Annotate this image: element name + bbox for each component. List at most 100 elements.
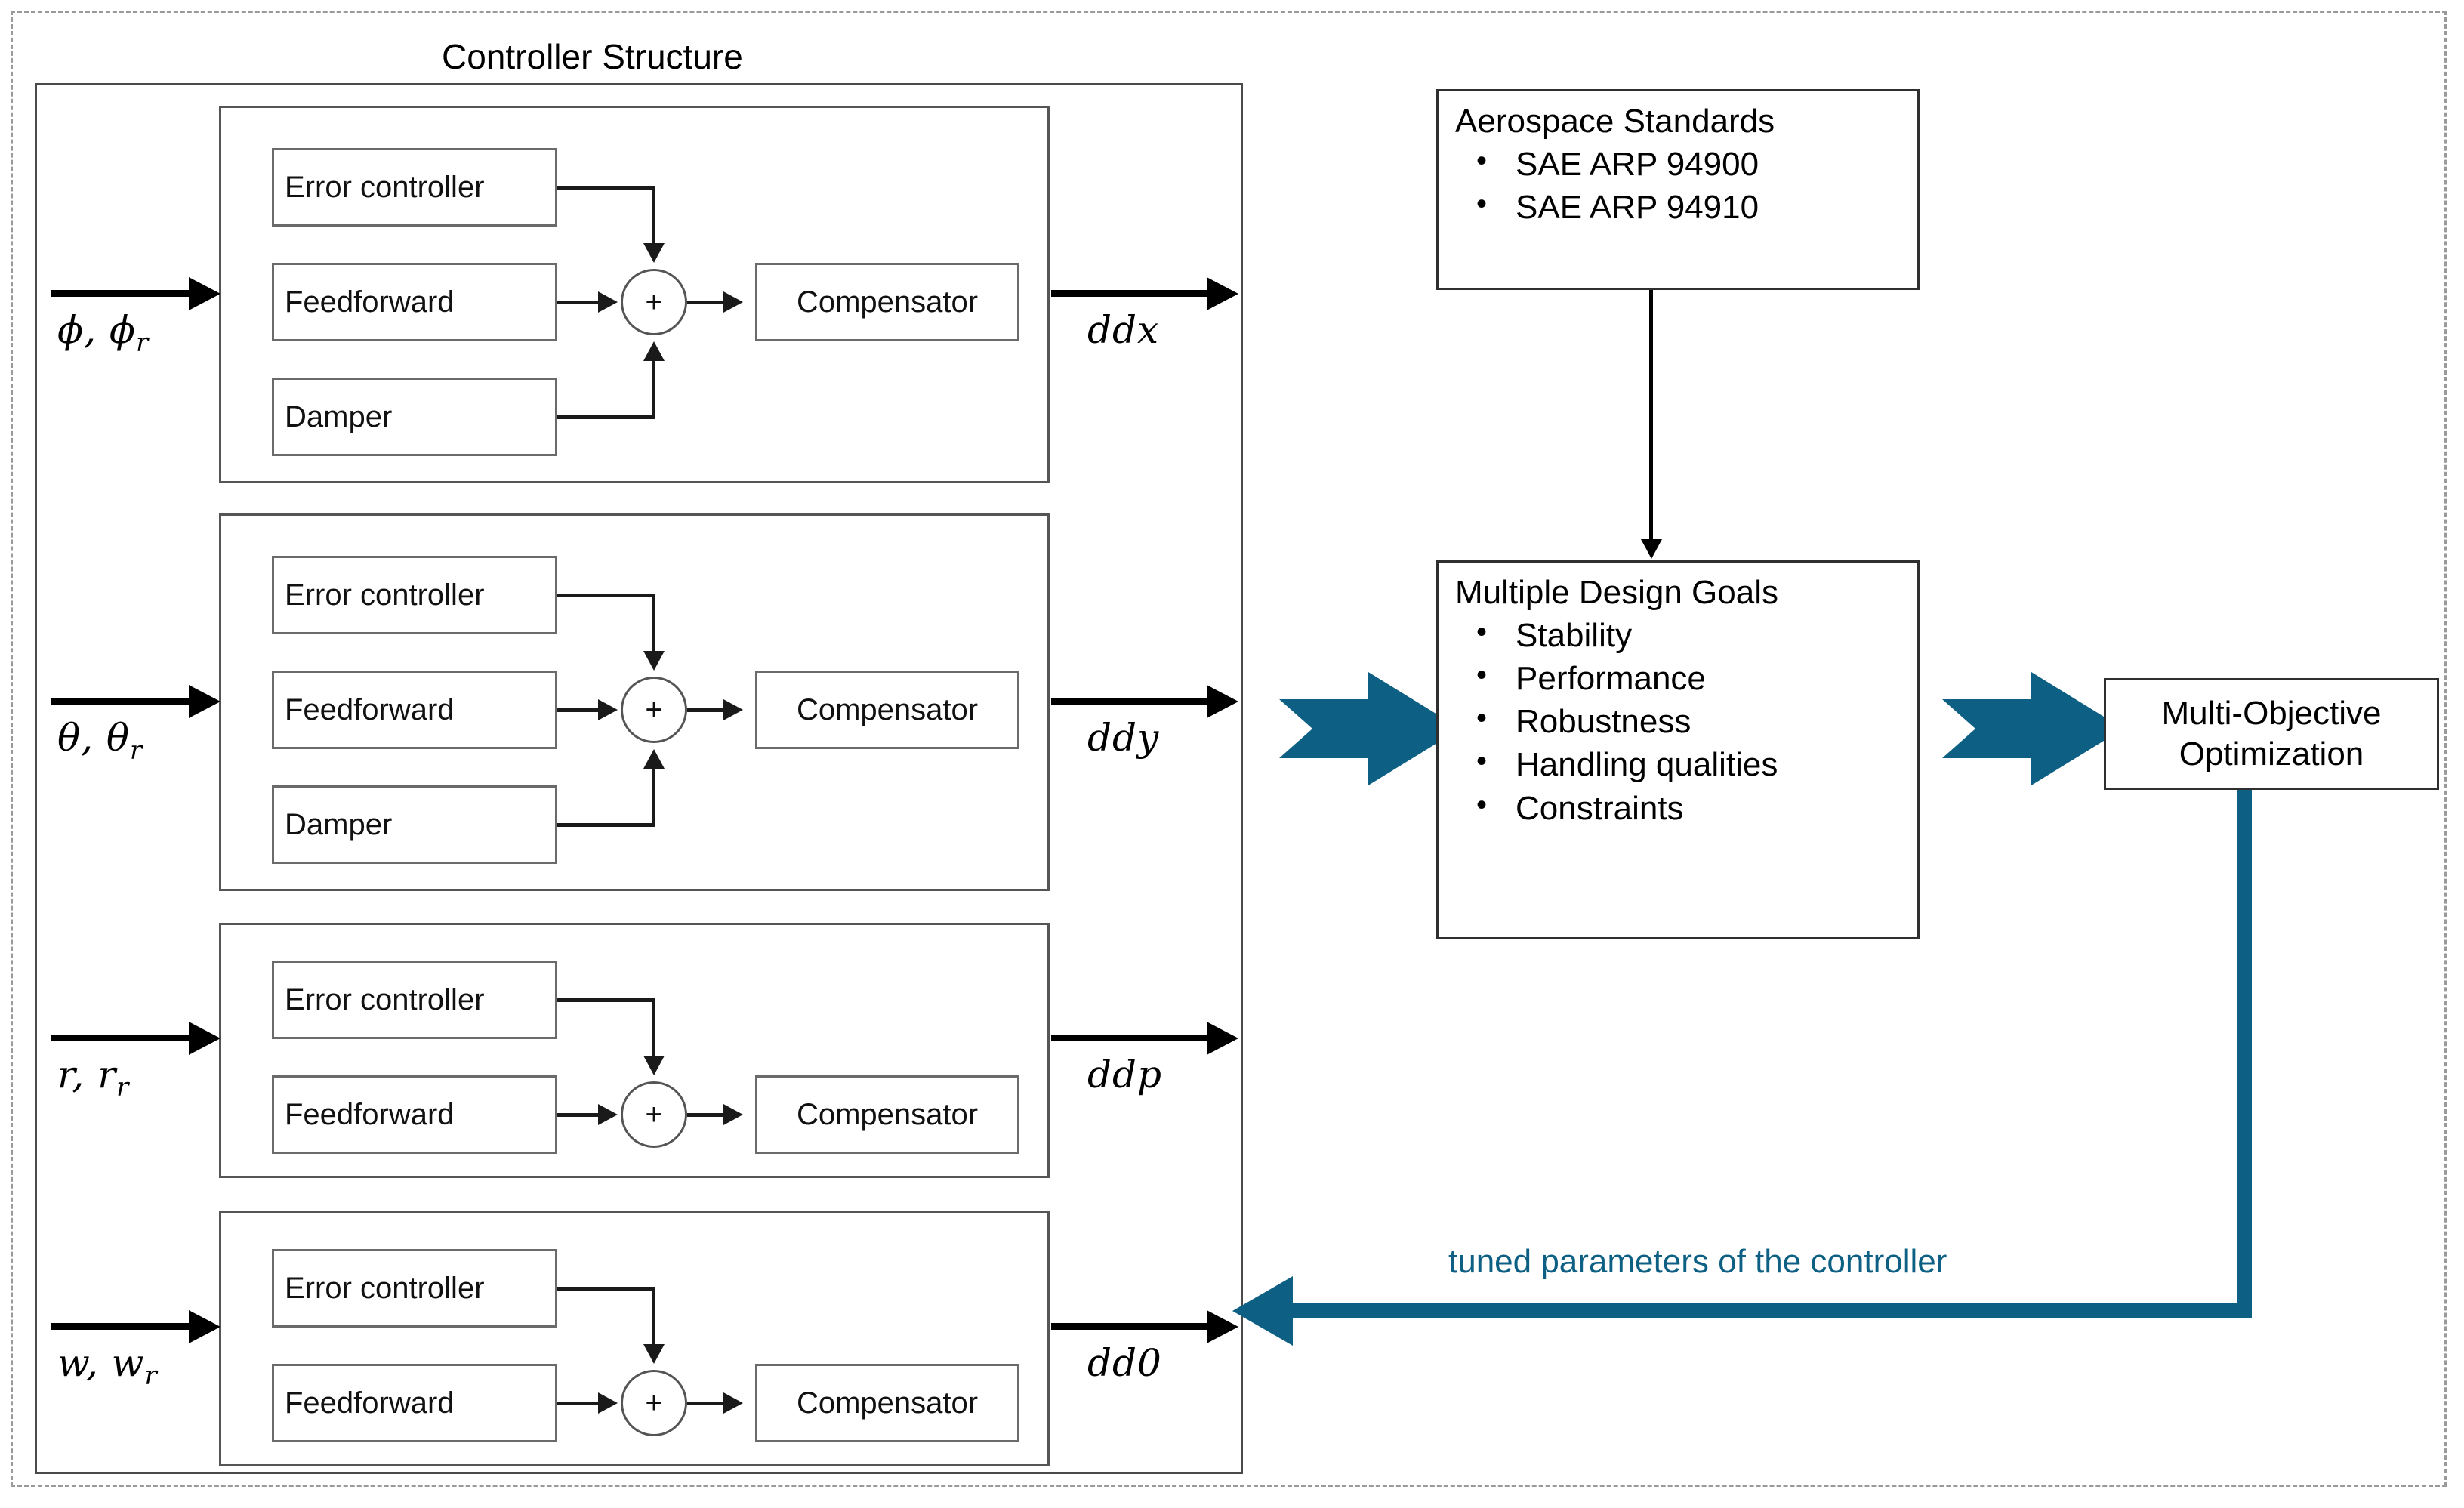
block-compensator-4[interactable]: Compensator <box>755 1364 1019 1442</box>
feedback-arrowhead <box>1232 1276 1293 1346</box>
aerospace-standards-list: SAE ARP 94900 SAE ARP 94910 <box>1439 141 1917 229</box>
flow-arrow-to-design-goals <box>1279 672 1460 785</box>
input-label-sub-4: r <box>144 1361 158 1391</box>
wire-damper-out-2 <box>557 823 655 827</box>
wire-ec-down-2 <box>652 594 655 652</box>
arrowhead-into-sum-bottom-2 <box>643 749 665 769</box>
list-item: Handling qualities <box>1476 742 1917 786</box>
input-arrowhead-3 <box>189 1022 220 1055</box>
block-feedforward-4[interactable]: Feedforward <box>272 1364 557 1442</box>
block-compensator-1[interactable]: Compensator <box>755 263 1019 341</box>
wire-sum-to-comp-4 <box>687 1402 726 1405</box>
arrowhead-into-sum-bottom-1 <box>643 341 665 361</box>
flow-arrow-to-optimization <box>1942 672 2123 785</box>
feedback-label: tuned parameters of the controller <box>1448 1243 1947 1280</box>
arrowhead-compensator-4 <box>723 1392 743 1414</box>
sum-junction-1: + <box>621 269 687 335</box>
list-item: Stability <box>1476 612 1917 657</box>
arrowhead-into-sum-top-2 <box>643 651 665 671</box>
output-arrowhead-1 <box>1207 277 1238 310</box>
input-label-sub-3: r <box>116 1072 130 1102</box>
wire-sum-to-comp-2 <box>687 708 726 712</box>
input-label-text-4: w, w <box>57 1341 145 1385</box>
wire-sum-to-comp-1 <box>687 301 726 304</box>
list-item: Constraints <box>1476 785 1917 830</box>
block-feedforward-2[interactable]: Feedforward <box>272 671 557 749</box>
block-damper-1[interactable]: Damper <box>272 378 557 456</box>
block-error-controller-4[interactable]: Error controller <box>272 1249 557 1328</box>
block-feedforward-3[interactable]: Feedforward <box>272 1075 557 1154</box>
design-goals-heading: Multiple Design Goals <box>1455 574 1778 611</box>
input-arrow-line-2 <box>51 698 192 705</box>
input-label-4: w, wr <box>57 1341 158 1391</box>
arrowhead-into-sum-left-3 <box>598 1104 618 1125</box>
arrowhead-compensator-1 <box>723 291 743 313</box>
feedback-line-horizontal <box>1293 1303 2252 1318</box>
outer-dashed-frame <box>11 11 2447 1487</box>
sum-junction-4: + <box>621 1370 687 1436</box>
block-error-controller-2[interactable]: Error controller <box>272 556 557 634</box>
list-item: Performance <box>1476 655 1917 700</box>
wire-ff-out-4 <box>557 1402 601 1405</box>
input-label-2: θ, θr <box>57 716 143 766</box>
input-label-text-3: r, r <box>57 1053 117 1096</box>
input-label-1: ϕ, ϕr <box>57 308 149 358</box>
arrowhead-into-sum-top-3 <box>643 1056 665 1075</box>
wire-ec-out-4 <box>557 1287 655 1291</box>
aerospace-standards-box: Aerospace Standards SAE ARP 94900 SAE AR… <box>1436 89 1920 290</box>
arrowhead-into-sum-left-1 <box>598 291 618 313</box>
input-label-sub-2: r <box>130 735 143 766</box>
input-arrow-line-4 <box>51 1323 192 1330</box>
input-arrow-line-1 <box>51 290 192 297</box>
arrowhead-compensator-2 <box>723 699 743 720</box>
input-label-3: r, rr <box>57 1053 129 1102</box>
output-arrowhead-3 <box>1207 1022 1238 1055</box>
arrowhead-into-sum-top-4 <box>643 1344 665 1364</box>
wire-damper-up-1 <box>652 361 655 417</box>
output-label-1: ddx <box>1087 308 1160 352</box>
controller-structure-title: Controller Structure <box>442 37 743 76</box>
input-label-text-2: θ, θ <box>57 716 130 760</box>
design-goals-box: Multiple Design Goals Stability Performa… <box>1436 560 1920 939</box>
list-item: SAE ARP 94910 <box>1476 184 1917 229</box>
input-arrow-line-3 <box>51 1035 192 1041</box>
block-error-controller-3[interactable]: Error controller <box>272 961 557 1039</box>
design-goals-list: Stability Performance Robustness Handlin… <box>1439 612 1917 830</box>
wire-ff-out-1 <box>557 301 601 304</box>
arrowhead-into-sum-left-4 <box>598 1392 618 1414</box>
output-arrow-line-1 <box>1051 290 1211 297</box>
input-arrowhead-1 <box>189 277 220 310</box>
multi-objective-optimization-box[interactable]: Multi-Objective Optimization <box>2104 678 2439 790</box>
wire-ec-down-4 <box>652 1287 655 1346</box>
feedback-line-vertical <box>2237 790 2252 1318</box>
wire-sum-to-comp-3 <box>687 1113 726 1117</box>
wire-ec-out-3 <box>557 998 655 1002</box>
input-label-sub-1: r <box>135 328 150 358</box>
wire-ec-out-1 <box>557 186 655 190</box>
block-error-controller-1[interactable]: Error controller <box>272 148 557 227</box>
input-label-text-1: ϕ, ϕ <box>57 308 136 352</box>
arrowhead-standards-to-goals <box>1641 539 1662 559</box>
output-arrow-line-4 <box>1051 1323 1211 1330</box>
sum-junction-3: + <box>621 1081 687 1148</box>
block-damper-2[interactable]: Damper <box>272 785 557 864</box>
wire-standards-to-goals <box>1649 290 1653 542</box>
aerospace-standards-heading: Aerospace Standards <box>1455 103 1775 140</box>
wire-ec-out-2 <box>557 594 655 597</box>
output-arrow-line-3 <box>1051 1035 1211 1041</box>
block-compensator-2[interactable]: Compensator <box>755 671 1019 749</box>
block-compensator-3[interactable]: Compensator <box>755 1075 1019 1154</box>
output-arrow-line-2 <box>1051 698 1211 705</box>
optimization-line-2: Optimization <box>2179 735 2364 773</box>
wire-ff-out-2 <box>557 708 601 712</box>
wire-damper-out-1 <box>557 415 655 419</box>
input-arrowhead-4 <box>189 1310 220 1343</box>
input-arrowhead-2 <box>189 685 220 718</box>
block-feedforward-1[interactable]: Feedforward <box>272 263 557 341</box>
sum-junction-2: + <box>621 677 687 743</box>
output-label-2: ddy <box>1087 716 1160 760</box>
wire-ff-out-3 <box>557 1113 601 1117</box>
arrowhead-compensator-3 <box>723 1104 743 1125</box>
arrowhead-into-sum-top-1 <box>643 243 665 263</box>
